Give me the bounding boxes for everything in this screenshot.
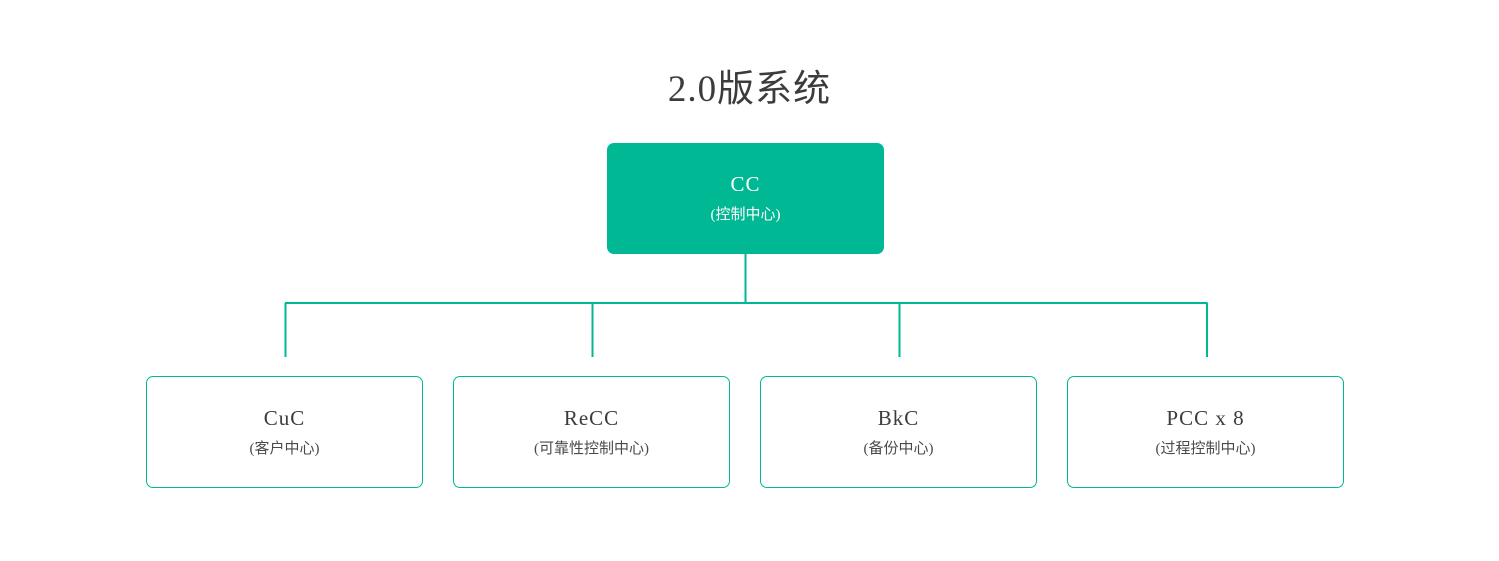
node-recc-code: ReCC [563,405,620,430]
node-recc[interactable]: ReCC (可靠性控制中心) [453,376,730,488]
page-title: 2.0版系统 [667,69,832,110]
node-pcc[interactable]: PCC x 8 (过程控制中心) [1067,376,1344,488]
node-pcc-code: PCC x 8 [1166,405,1245,430]
node-bkc-name: (备份中心) [863,440,934,457]
node-cc-code: CC [730,172,761,196]
node-cuc-name: (客户中心) [249,440,320,457]
node-bkc-code: BkC [877,405,920,430]
node-cuc[interactable]: CuC (客户中心) [146,376,423,488]
node-pcc-name: (过程控制中心) [1155,440,1256,457]
node-bkc[interactable]: BkC (备份中心) [760,376,1037,488]
node-cuc-code: CuC [263,405,306,430]
node-recc-name: (可靠性控制中心) [534,440,649,457]
node-cc-name: (控制中心) [710,207,781,223]
node-cc[interactable]: CC (控制中心) [607,143,884,254]
